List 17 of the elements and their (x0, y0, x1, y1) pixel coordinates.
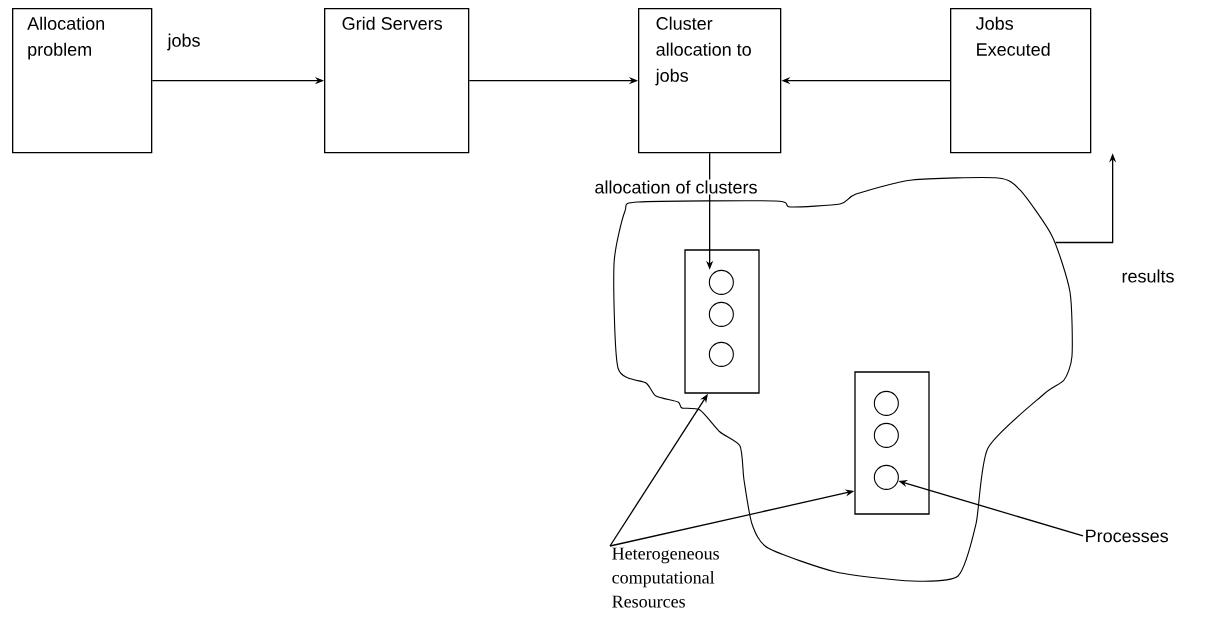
edge-label: jobs (166, 32, 202, 52)
cluster-box (684, 249, 760, 394)
callout-text: Processes (1086, 529, 1169, 543)
process-box: Allocation problem (12, 8, 153, 154)
process-circle (708, 341, 734, 367)
process-circle (873, 390, 899, 416)
process-box: Grid Servers (324, 8, 470, 154)
process-circle (708, 301, 734, 327)
callout-text: Heterogeneous computational Resources (612, 547, 719, 608)
edge-label: results (1120, 268, 1176, 284)
edge-label: allocation of clusters (593, 179, 759, 195)
process-box: Cluster allocation to jobs (638, 8, 782, 154)
process-circle (873, 422, 899, 448)
cluster-box (854, 371, 930, 515)
process-box: Jobs Executed (950, 8, 1092, 154)
process-circle (708, 269, 734, 295)
process-circle (873, 464, 899, 490)
